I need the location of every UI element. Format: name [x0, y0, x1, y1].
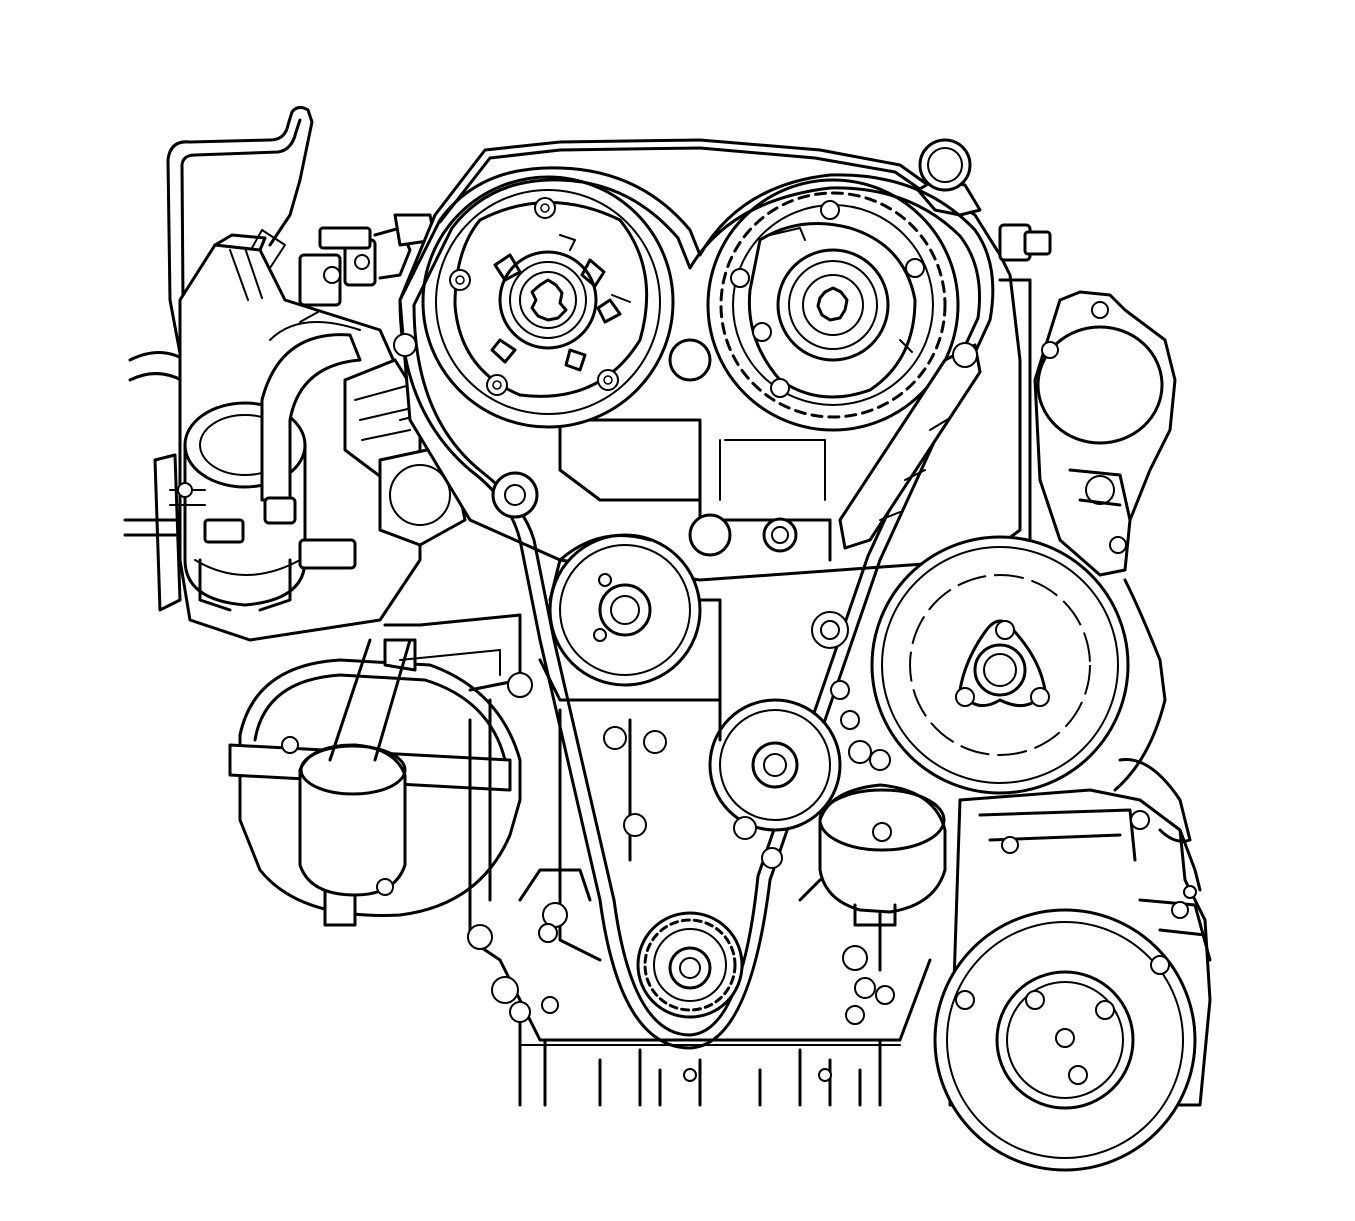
tensioner-arm: [838, 342, 982, 550]
belt-idler-pulley: [708, 698, 842, 832]
intake-camshaft-sprocket: [421, 175, 675, 429]
alternator: [228, 613, 522, 927]
thermostat-housing: [1033, 290, 1177, 792]
engine-block-lower: [498, 958, 932, 1107]
water-pump-pulley: [870, 535, 1130, 795]
ac-compressor: [933, 758, 1212, 1172]
belt-idler-upper: [393, 333, 849, 649]
belt-tensioner-pulley: [548, 533, 702, 687]
filler-cap: [916, 138, 982, 217]
exhaust-camshaft-sprocket: [706, 178, 960, 432]
lower-idler: [818, 783, 947, 927]
throttle-body: [153, 233, 467, 642]
front-cover-lower: [467, 598, 895, 1025]
right-edge-bracket: [1178, 828, 1202, 899]
crankshaft-sprocket: [636, 911, 744, 1019]
right-fitting: [998, 223, 1052, 262]
